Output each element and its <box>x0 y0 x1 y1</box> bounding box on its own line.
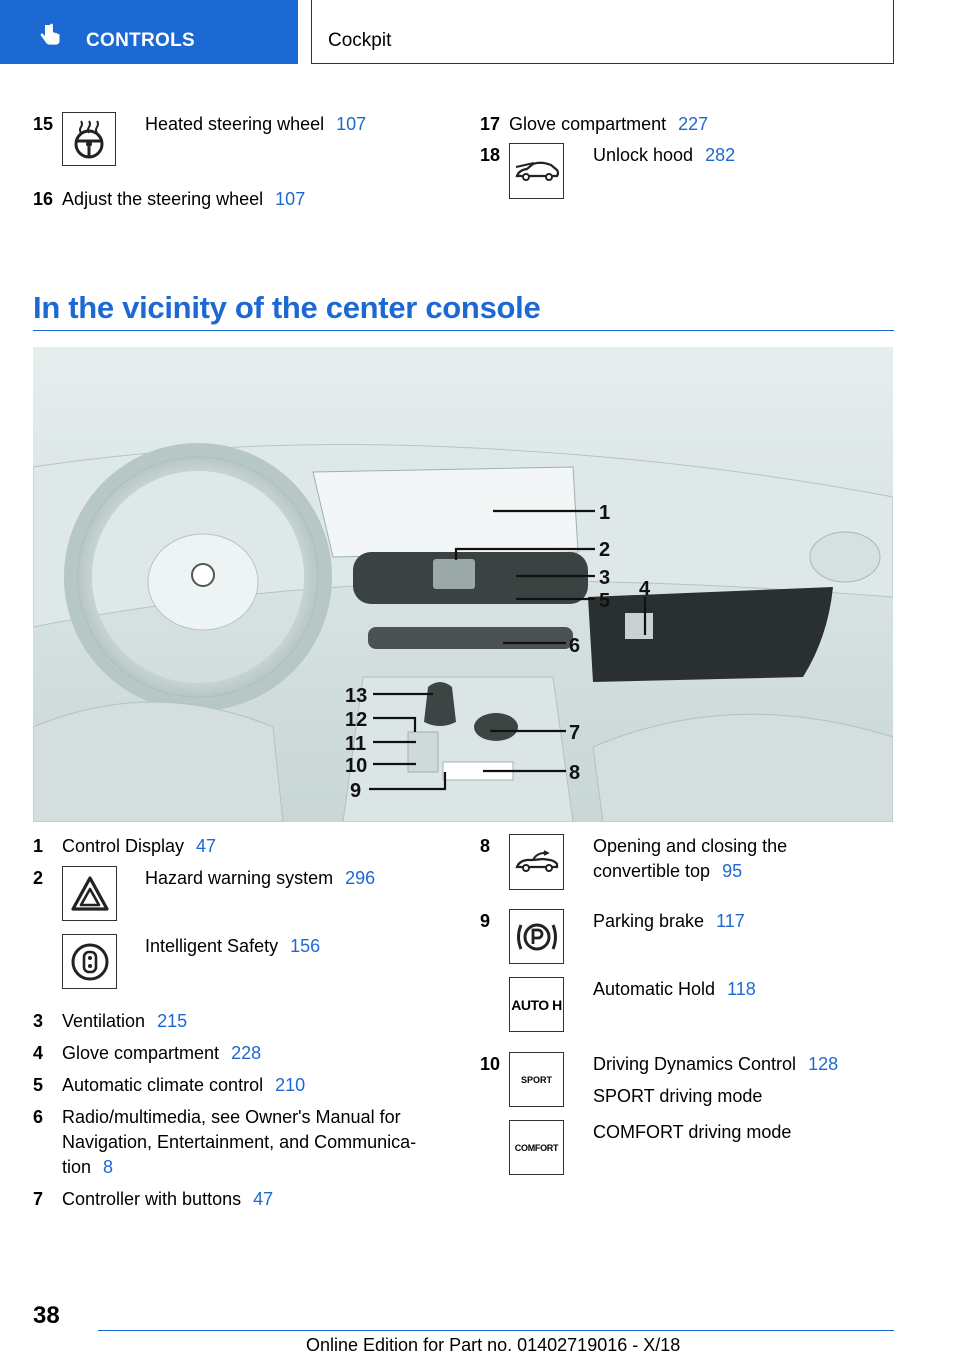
callout-6: 6 <box>569 635 580 657</box>
comfort-button-icon: COMFORT <box>509 1120 564 1175</box>
callout-5: 5 <box>599 590 610 612</box>
legend-item-10: 10 <box>480 1054 501 1074</box>
page-link[interactable]: 47 <box>253 1189 274 1209</box>
legend-item-1: 1 <box>33 836 44 856</box>
callout-12: 12 <box>345 709 367 731</box>
page-link[interactable]: 95 <box>722 861 743 881</box>
section-heading: In the vicinity of the center console <box>33 290 541 325</box>
page-link[interactable]: 107 <box>336 114 367 134</box>
hand-pointer-icon <box>40 23 60 45</box>
callout-3: 3 <box>599 567 610 589</box>
parking-brake-icon <box>509 909 564 964</box>
chapter-tab: CONTROLS <box>0 0 298 64</box>
legend-item-9: 9 <box>480 911 491 931</box>
auto-hold-icon: AUTO H <box>509 977 564 1032</box>
hazard-warning-icon <box>62 866 117 921</box>
page-number: 38 <box>33 1302 60 1329</box>
legend-item-6: 6 <box>33 1107 44 1127</box>
heading-rule <box>33 330 894 331</box>
page-link[interactable]: 118 <box>727 979 756 999</box>
sport-button-icon: SPORT <box>509 1052 564 1107</box>
legend-item-7: 7 <box>33 1189 44 1209</box>
legend-text: COMFORT driving mode <box>593 1122 792 1142</box>
section-header: Cockpit <box>311 0 894 64</box>
page-link[interactable]: 107 <box>275 189 306 209</box>
footer-text: Online Edition for Part no. 01402719016 … <box>306 1335 681 1355</box>
page-link[interactable]: 227 <box>678 114 709 134</box>
page-link[interactable]: 156 <box>290 936 321 956</box>
callout-13: 13 <box>345 685 367 707</box>
page-link[interactable]: 47 <box>196 836 217 856</box>
page-link[interactable]: 128 <box>808 1054 839 1074</box>
legend-item-4: 4 <box>33 1043 44 1063</box>
convertible-top-icon <box>509 834 564 890</box>
legend-item-2: 2 <box>33 868 44 888</box>
footer-rule <box>98 1330 894 1331</box>
list-item-18: 18 <box>480 145 501 165</box>
callout-10: 10 <box>345 755 367 777</box>
page-link[interactable]: 296 <box>345 868 376 888</box>
section-title: Cockpit <box>328 30 392 51</box>
chapter-title: CONTROLS <box>86 30 196 51</box>
page-link[interactable]: 228 <box>231 1043 262 1063</box>
callout-9: 9 <box>350 780 361 802</box>
page-link[interactable]: 210 <box>275 1075 306 1095</box>
legend-text: Radio/multimedia, see Owner's Manual for… <box>62 1107 417 1177</box>
page-link[interactable]: 8 <box>103 1157 114 1177</box>
legend-item-8: 8 <box>480 836 491 856</box>
center-console-photo: 1 2 3 5 4 6 13 12 11 10 9 7 8 <box>33 347 893 822</box>
car-hood-icon <box>509 143 564 199</box>
heated-steering-wheel-icon <box>62 112 116 166</box>
page-link[interactable]: 215 <box>157 1011 188 1031</box>
callout-4: 4 <box>639 578 651 600</box>
callout-7: 7 <box>569 722 580 744</box>
callout-8: 8 <box>569 762 580 784</box>
callout-11: 11 <box>345 733 366 755</box>
callout-2: 2 <box>599 539 610 561</box>
list-item-15: 15 <box>33 114 54 134</box>
legend-item-3: 3 <box>33 1011 44 1031</box>
callout-1: 1 <box>599 502 610 524</box>
page-link[interactable]: 282 <box>705 145 736 165</box>
legend-item-5: 5 <box>33 1075 44 1095</box>
intelligent-safety-icon <box>62 934 117 989</box>
page-link[interactable]: 117 <box>716 911 745 931</box>
